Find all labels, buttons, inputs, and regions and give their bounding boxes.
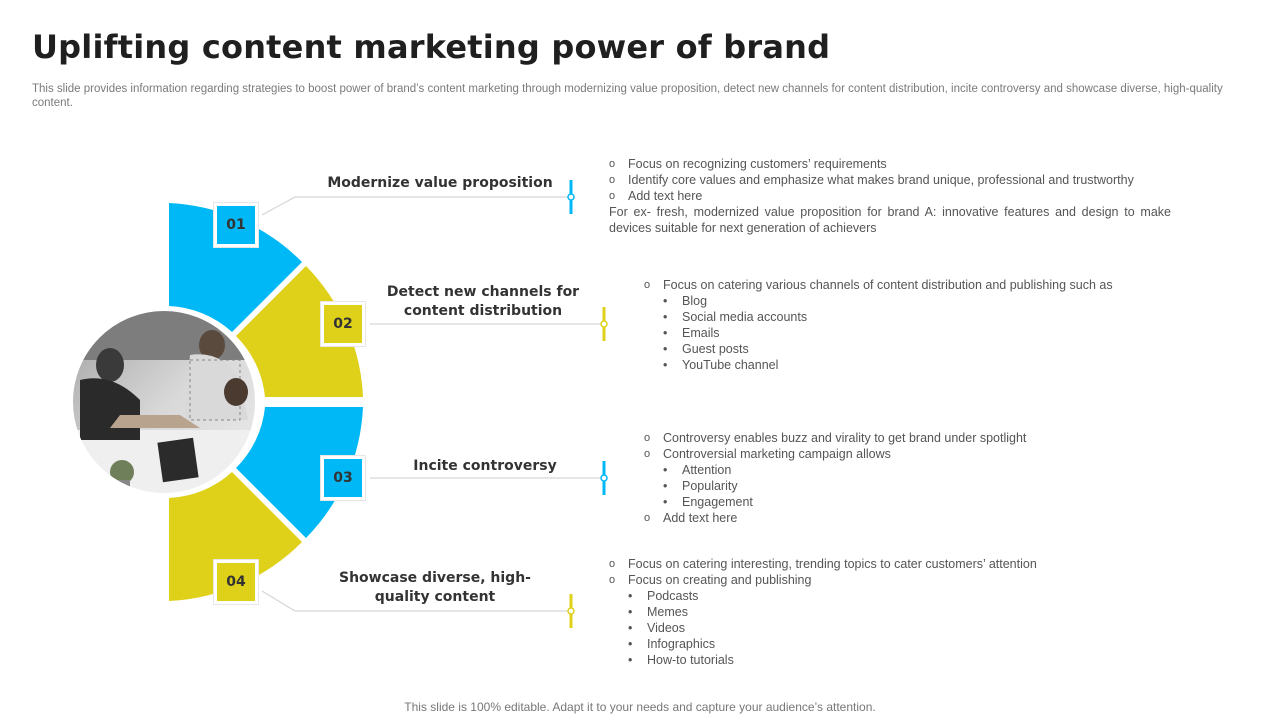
step-details-02: Focus on catering various channels of co… [644,277,1164,373]
step-title-02: Detect new channels for content distribu… [386,284,580,319]
step-number-04: 04 [214,560,258,604]
detail-subitem: YouTube channel [644,357,1164,373]
detail-example: For ex- fresh, modernized value proposit… [609,205,1171,235]
step-title-04: Showcase diverse, high-quality content [339,570,531,605]
detail-subitem: Infographics [609,636,1129,652]
step-title-01: Modernize value proposition [327,175,553,191]
detail-item: Controversy enables buzz and virality to… [644,430,1144,446]
detail-subitem: How-to tutorials [609,652,1129,668]
team-hands-photo [71,309,257,495]
detail-subitem: Videos [609,620,1129,636]
footer-note: This slide is 100% editable. Adapt it to… [404,700,876,714]
detail-subitem: Attention [644,462,1144,478]
detail-subitem: Engagement [644,494,1144,510]
connector-03 [370,461,608,495]
connector-04 [261,590,575,628]
detail-item: Focus on catering interesting, trending … [609,556,1129,572]
step-number-02: 02 [321,302,365,346]
detail-item: Focus on creating and publishing [609,572,1129,588]
page-title: Uplifting content marketing power of bra… [32,28,831,66]
connector-02 [370,307,608,341]
step-details-03: Controversy enables buzz and virality to… [644,430,1144,526]
detail-item: Add text here [644,510,1144,526]
segment-04 [169,472,302,601]
step-number-03: 03 [321,456,365,500]
step-title-03: Incite controversy [413,458,557,474]
step-number-01: 01 [214,203,258,247]
segment-02 [236,266,363,397]
segment-01 [169,203,302,332]
detail-subitem: Social media accounts [644,309,1164,325]
detail-item: Focus on recognizing customers’ requirem… [609,156,1171,172]
page-subtitle: This slide provides information regardin… [32,83,1223,109]
detail-item: Controversial marketing campaign allows [644,446,1144,462]
detail-item: Identify core values and emphasize what … [609,172,1171,188]
detail-item: Focus on catering various channels of co… [644,277,1164,293]
detail-subitem: Popularity [644,478,1144,494]
detail-subitem: Memes [609,604,1129,620]
step-details-04: Focus on catering interesting, trending … [609,556,1129,668]
detail-subitem: Blog [644,293,1164,309]
detail-item: Add text here [609,188,1171,204]
detail-subitem: Emails [644,325,1164,341]
step-details-01: Focus on recognizing customers’ requirem… [609,156,1171,236]
detail-subitem: Guest posts [644,341,1164,357]
connector-01 [261,180,575,216]
segment-03 [236,407,363,538]
detail-subitem: Podcasts [609,588,1129,604]
